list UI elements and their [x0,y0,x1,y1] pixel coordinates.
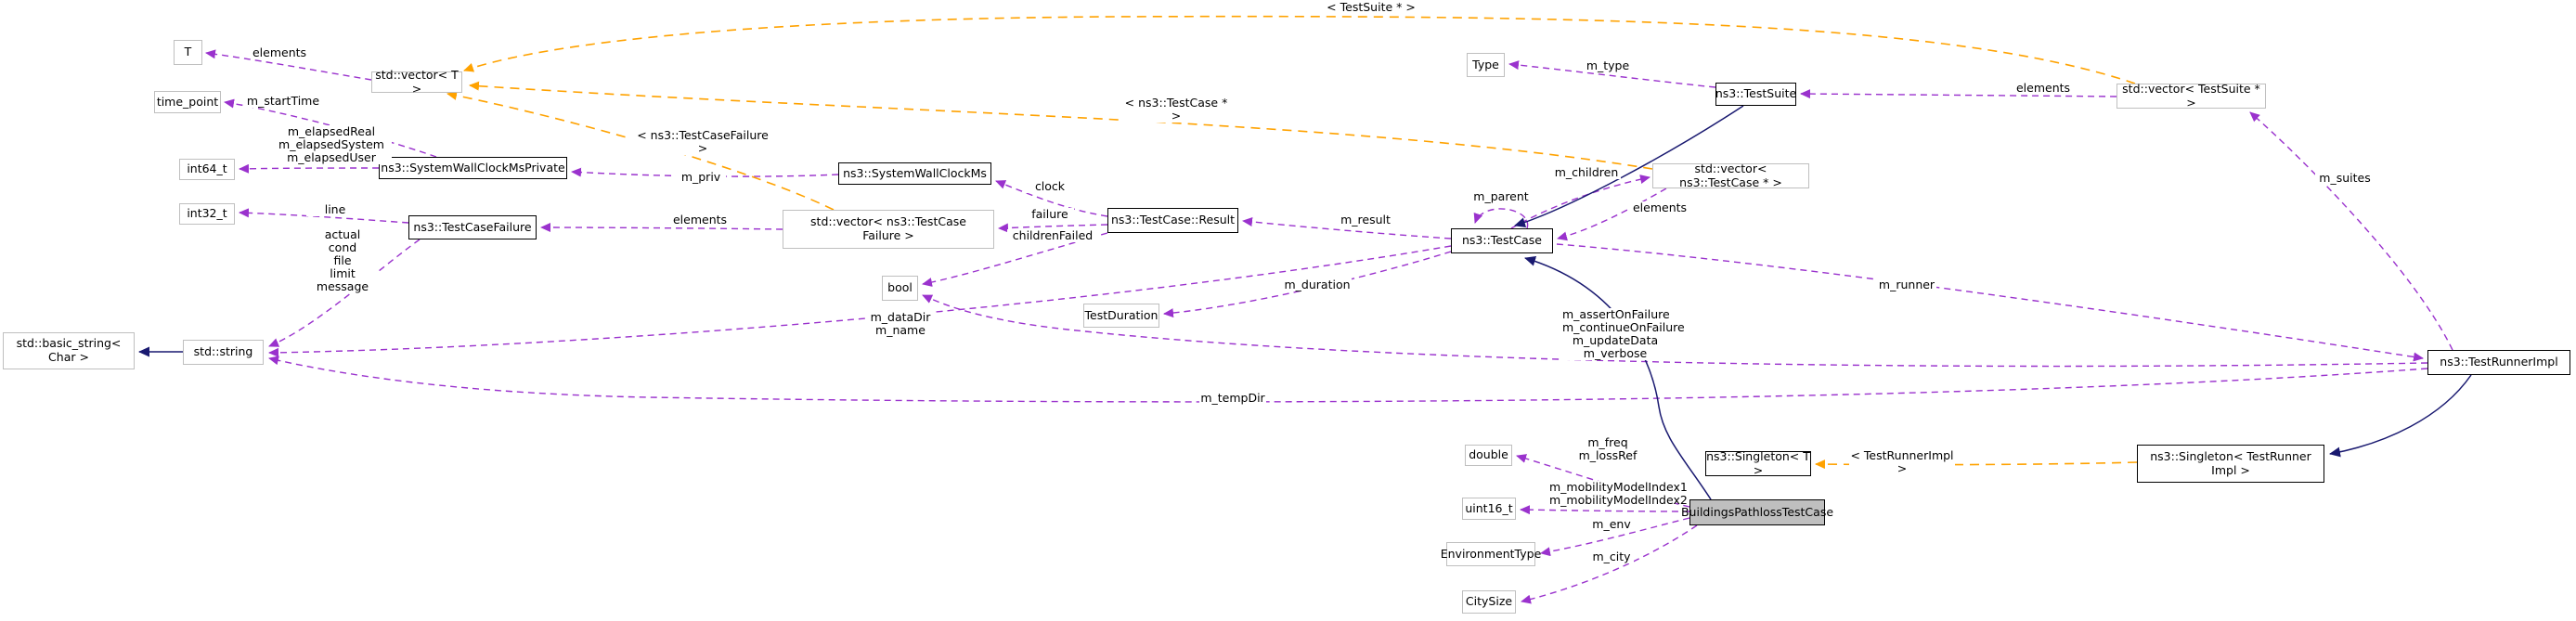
edge-m_runner [1556,243,2424,362]
elements-ts-label: elements [2014,81,2072,95]
wallclock-node[interactable]: ns3::SystemWallClockMs [838,162,991,185]
singleton_t-node[interactable]: ns3::Singleton< T > [1705,448,1811,477]
edge-m_mobilityModelIndex [1520,505,1690,515]
int32_t-node[interactable]: int32_t [179,203,235,225]
m-duration-label: m_duration [1283,278,1352,291]
edge-m_suites [2249,111,2453,351]
test_duration-node[interactable]: TestDuration [1083,304,1159,328]
m-dataDir-name-label: m_dataDir m_name [867,311,934,337]
edge-m_result [1242,217,1452,239]
edge-failure-fields [268,239,421,347]
edge-template-runnerimpl [1815,459,2138,470]
testsuite-node[interactable]: ns3::TestSuite [1715,83,1796,106]
std_string-node[interactable]: std::string [183,340,264,365]
bool-node[interactable]: bool [882,276,918,301]
failure-lbl-label: failure [1026,208,1074,221]
m-type-label: m_type [1584,59,1632,72]
edge-m_env [1540,517,1690,557]
m-parent-label: m_parent [1469,190,1533,203]
elements-tc-label: elements [1631,201,1689,214]
edge-template-testcase [469,81,1653,170]
t-node[interactable]: T [174,40,202,65]
m-city-label: m_city [1589,550,1634,563]
elements-t-label: elements [251,45,308,59]
time_point-node[interactable]: time_point [154,91,221,113]
tmpl-runner-label: < TestRunnerImpl > [1849,448,1955,475]
m-elapsed-label: m_elapsedReal m_elapsedSystem m_elapsedU… [271,125,392,164]
double-node[interactable]: double [1465,445,1512,466]
wallclock_private-node[interactable]: ns3::SystemWallClockMsPrivate [379,157,567,179]
edge-m_city [1521,524,1698,604]
edge-inherit-testsuite-testcase [1514,105,1744,227]
edge-elements-T [205,49,372,81]
uint16_t-node[interactable]: uint16_t [1462,498,1516,520]
edge-m_assertOnFailure [922,294,2428,368]
edge-m_tempDir [268,356,2428,403]
edge-m_elapsed [239,163,380,174]
m-freq-label: m_freq m_lossRef [1575,436,1640,462]
edge-m_duration [1163,251,1452,318]
edge-inherit-runner-singleton [2329,374,2472,458]
m-env-label: m_env [1589,518,1634,531]
m-mobility-label: m_mobilityModelIndex1 m_mobilityModelInd… [1548,480,1688,507]
buildings-node[interactable]: BuildingsPathlossTestCase [1681,499,1833,525]
result-node[interactable]: ns3::TestCase::Result [1107,208,1238,233]
city_size-node[interactable]: CitySize [1462,590,1516,614]
edge-elements-failure [540,223,783,233]
childrenFailed-lbl-label: childrenFailed [1007,229,1098,242]
basic_string-node[interactable]: std::basic_string< Char > [3,332,135,369]
m-priv-label: m_priv [676,171,726,184]
edge-m_parent-self [1473,208,1529,229]
testcase_failure-node[interactable]: ns3::TestCaseFailure [408,215,537,239]
vector_t-node[interactable]: std::vector< T > [371,68,462,95]
int64_t-node[interactable]: int64_t [179,159,235,180]
m-result-label: m_result [1337,213,1394,226]
testrunner-node[interactable]: ns3::TestRunnerImpl [2427,350,2570,375]
edge-line [239,208,409,224]
tmpl-testcase-label: < ns3::TestCase * > [1119,97,1234,123]
line-lbl-label: line [306,203,364,216]
type-node[interactable]: Type [1467,53,1505,77]
m-tempDir-label: m_tempDir [1199,391,1266,405]
vector_failure-node[interactable]: std::vector< ns3::TestCase Failure > [783,210,994,249]
tmpl-testsuite-label: < TestSuite * > [1323,1,1419,14]
testcase-node[interactable]: ns3::TestCase [1451,228,1553,253]
elements-failure-label: elements [667,213,733,226]
failure-fields-label: actual cond file limit message [306,228,379,293]
edge-elements-testsuite [1800,89,2117,99]
edge-inherit-buildings-testcase [1524,255,1712,500]
m-children-label: m_children [1552,166,1621,179]
edge-m_dataDir-m_name [268,245,1452,357]
edge-clock [995,180,1108,217]
edge-m_type [1508,60,1716,88]
tmpl-failure-label: < ns3::TestCaseFailure > [631,129,774,155]
clock-lbl-label: clock [1026,180,1074,193]
edge-elements-testcase [1557,188,1667,241]
environment_type-node[interactable]: EnvironmentType [1441,542,1541,566]
vector_testsuite-node[interactable]: std::vector< TestSuite * > [2116,82,2266,109]
m-runner-label: m_runner [1877,278,1936,291]
m-startTime-label: m_startTime [243,95,323,108]
vector_testcase-node[interactable]: std::vector< ns3::TestCase * > [1652,162,1809,188]
edge-template-testsuite [463,15,2136,84]
m-assert-label: m_assertOnFailure m_continueOnFailure m_… [1561,307,1685,360]
singleton_tri-node[interactable]: ns3::Singleton< TestRunner Impl > [2137,445,2324,483]
m-suites-label: m_suites [2315,172,2375,185]
